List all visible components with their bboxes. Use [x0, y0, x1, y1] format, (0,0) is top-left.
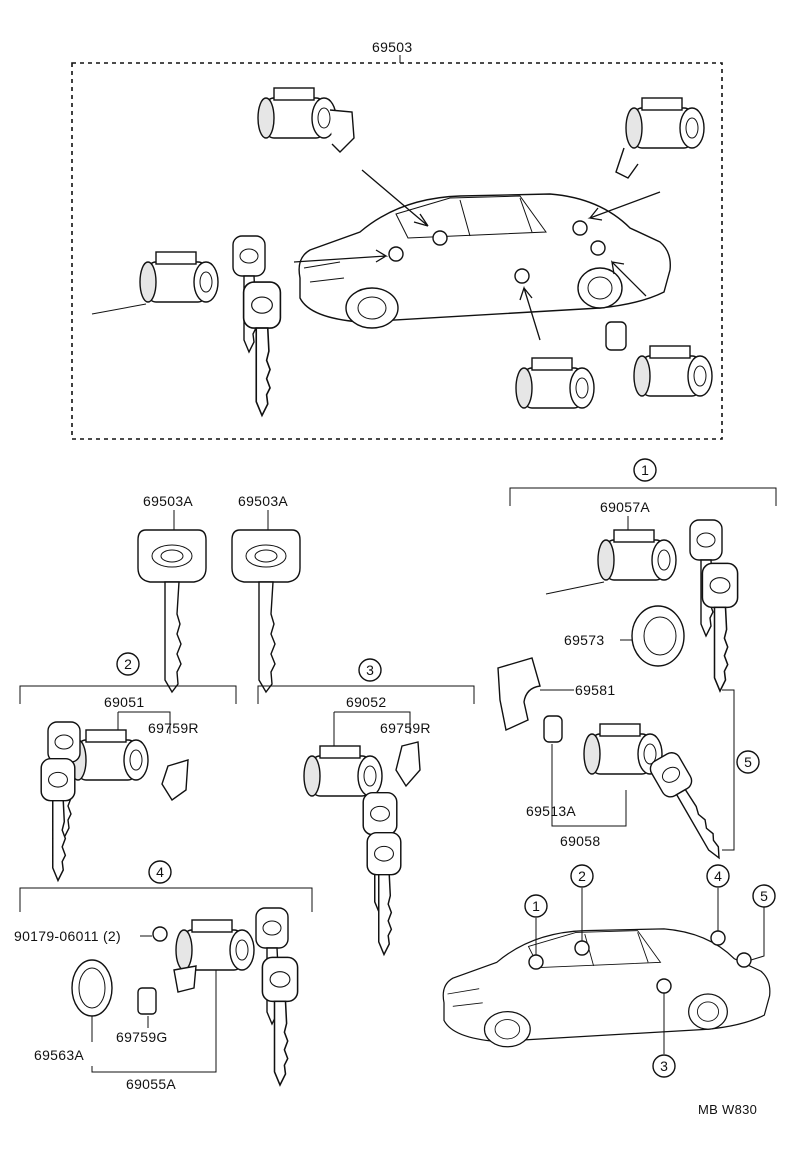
master-key-1-illustration: [137, 529, 207, 693]
callout-number: 5: [744, 754, 752, 770]
bracket-plate-illustration: [497, 657, 541, 732]
trunk-lock-cylinder-illustration: [175, 919, 255, 971]
door-lock-cylinder-illustration: [257, 87, 355, 153]
callout-circle-2: [116, 652, 140, 676]
car-illustration-locator: [442, 928, 771, 1048]
group-1-ignition: 1 69057A 69573 69581 69513A 69058: [497, 458, 777, 867]
part-label-69052: 69052: [346, 694, 386, 710]
group-bracket: [19, 887, 313, 912]
main-assembly-frame: [71, 62, 723, 440]
location-dot: [572, 220, 588, 236]
arrow-icon: [361, 169, 429, 227]
lever-illustration: [173, 965, 197, 993]
location-dot: [590, 240, 606, 256]
part-label-69573: 69573: [564, 632, 604, 648]
callout-number: 2: [124, 656, 132, 672]
callout-circle-5: [736, 750, 760, 774]
callout-number: 3: [366, 662, 374, 678]
location-dot: [432, 230, 448, 246]
group-bracket: [257, 685, 475, 704]
part-label-69513A: 69513A: [526, 803, 576, 819]
part-label-69057A: 69057A: [600, 499, 650, 515]
callout-circle-2: [570, 864, 594, 888]
part-label-69563A: 69563A: [34, 1047, 84, 1063]
key-illustration: [366, 831, 402, 956]
car-illustration-main: [298, 193, 671, 329]
callout-circle-5: [752, 884, 776, 908]
location-dot: [528, 954, 544, 970]
group-2-door-lock: 2 69051 69759R: [19, 652, 237, 882]
callout-number: 5: [760, 888, 768, 904]
callout-circle-4: [706, 864, 730, 888]
lever-illustration: [395, 741, 421, 788]
part-label-69051: 69051: [104, 694, 144, 710]
group-bracket: [509, 487, 777, 506]
main-assembly-group: 69503: [71, 39, 723, 440]
location-dot: [388, 246, 404, 262]
clip-illustration: [137, 987, 157, 1015]
callout-number: 1: [532, 898, 540, 914]
callout-circle-4: [148, 860, 172, 884]
door-lock-cylinder-illustration: [69, 729, 149, 781]
clip-illustration: [543, 715, 563, 743]
part-label-69055A: 69055A: [126, 1076, 176, 1092]
part-label-key-2: 69503A: [238, 493, 288, 509]
group-4-trunk-lock: 4 90179-06011 (2) 69563A 69759G 69055A: [14, 860, 313, 1092]
group-bracket: [19, 685, 237, 704]
group-5: 5: [722, 689, 760, 851]
part-label-69058: 69058: [560, 833, 600, 849]
location-dot: [656, 978, 672, 994]
part-label-69503: 69503: [372, 39, 412, 55]
callout-circle-3: [652, 1054, 676, 1078]
callout-number: 3: [660, 1058, 668, 1074]
part-label-69581: 69581: [575, 682, 615, 698]
callout-circle-1: [524, 894, 548, 918]
key-illustration: [40, 757, 76, 882]
master-key-2-illustration: [231, 529, 301, 693]
callout-number: 4: [156, 864, 164, 880]
glove-box-lock-illustration: [633, 345, 713, 397]
keys-group: 69503A 69503A: [137, 493, 301, 693]
location-dot: [574, 940, 590, 956]
callout-number: 4: [714, 868, 722, 884]
door-lock-cylinder-illustration: [303, 745, 383, 797]
key-illustration: [646, 748, 734, 867]
callout-number: 1: [641, 462, 649, 478]
location-dot: [514, 268, 530, 284]
location-dot: [736, 952, 752, 968]
part-label-90179-06011: 90179-06011 (2): [14, 928, 121, 944]
arrow-icon: [611, 260, 647, 297]
key-illustration: [261, 956, 299, 1086]
arrow-icon: [519, 285, 541, 341]
arrow-icon: [587, 191, 661, 221]
trunk-lock-cylinder-illustration: [615, 97, 705, 179]
part-label-69759R: 69759R: [148, 720, 199, 736]
group-3-door-lock: 3 69052 69759R: [257, 658, 475, 956]
door-lock-cylinder-illustration: [515, 357, 595, 409]
locator-group: 1 2 3 4 5: [442, 864, 776, 1078]
part-label-69759R: 69759R: [380, 720, 431, 736]
diagram-code: MB W830: [698, 1102, 757, 1117]
part-label-69759G: 69759G: [116, 1029, 168, 1045]
nut-illustration: [152, 926, 168, 942]
callout-number: 2: [578, 868, 586, 884]
ring-illustration: [631, 605, 685, 667]
ignition-cylinder-illustration: [545, 529, 677, 595]
callout-circle-1: [633, 458, 657, 482]
location-dot: [710, 930, 726, 946]
part-label-key-1: 69503A: [143, 493, 193, 509]
arrow-icon: [293, 249, 389, 263]
lever-illustration: [161, 759, 189, 802]
clip-illustration: [605, 321, 627, 351]
callout-circle-3: [358, 658, 382, 682]
ignition-cylinder-illustration: [91, 251, 219, 315]
